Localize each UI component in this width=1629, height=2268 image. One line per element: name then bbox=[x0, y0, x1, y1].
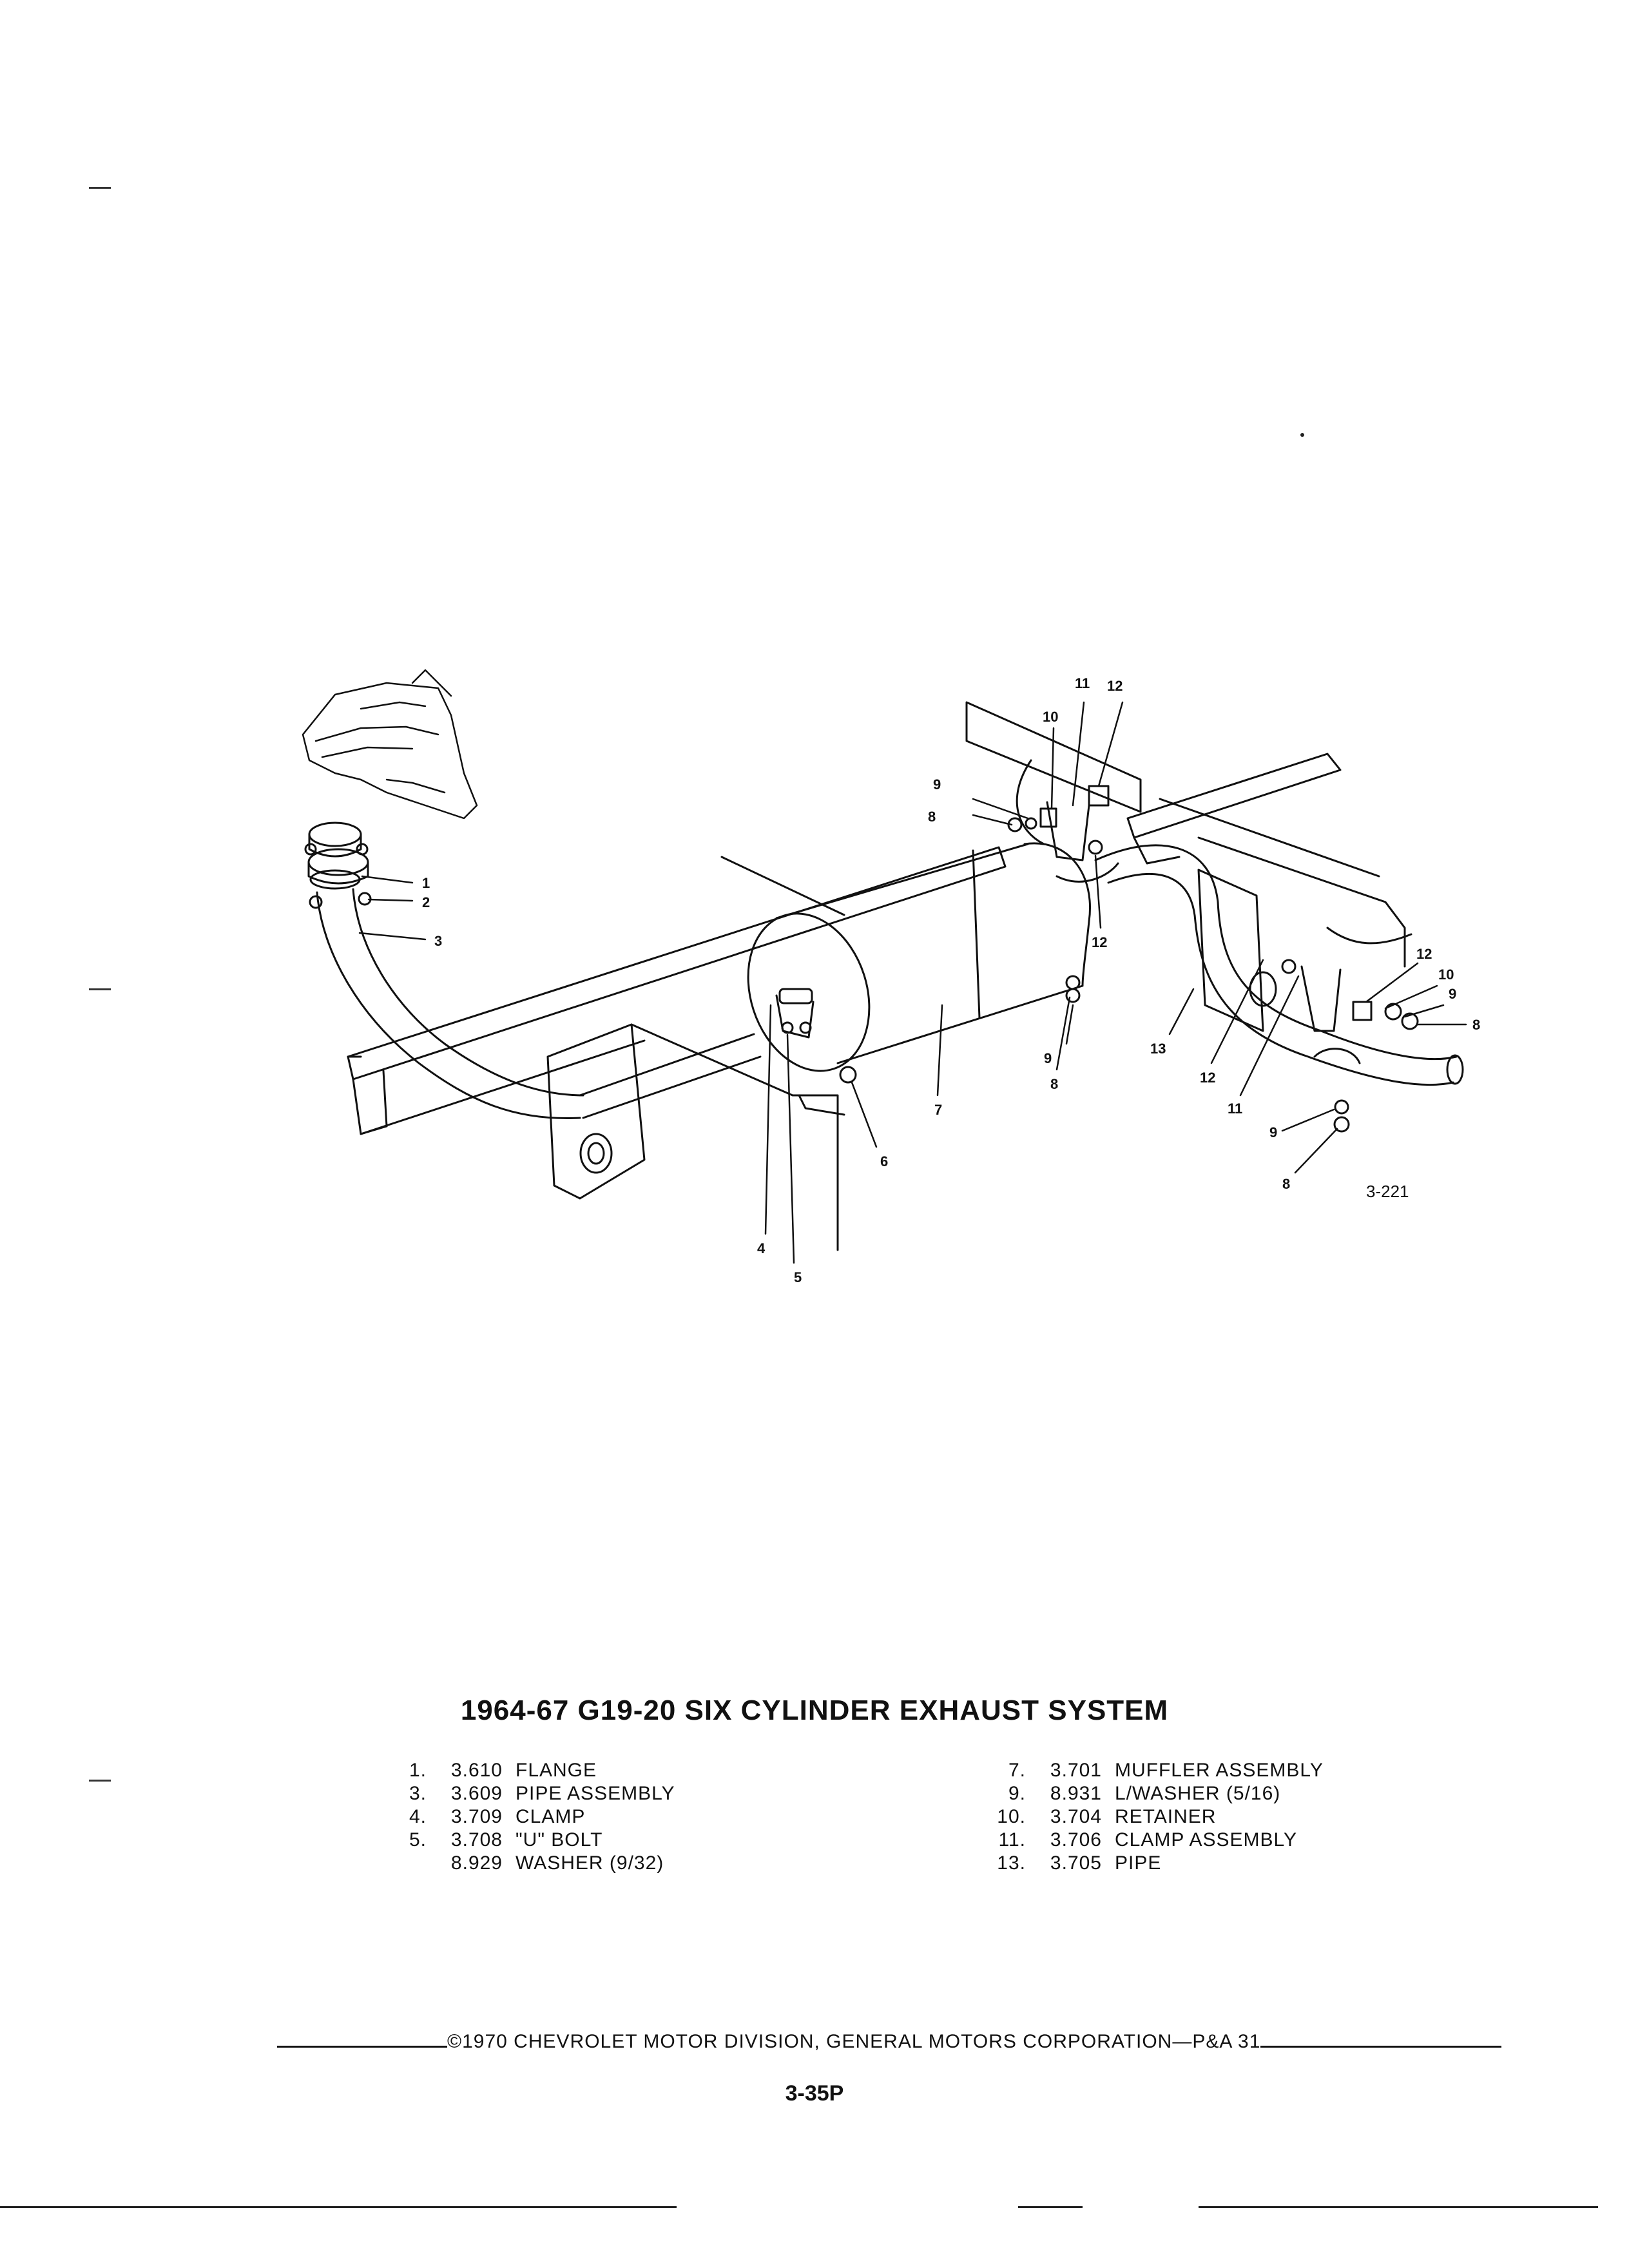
callout-12: 12 bbox=[1107, 678, 1123, 694]
muffler bbox=[747, 842, 1091, 1072]
parts-list-left: 1. 3.610 FLANGE 3. 3.609 PIPE ASSEMBLY 4. 3.709… bbox=[393, 1759, 675, 1875]
callout-8: 8 bbox=[1472, 1017, 1480, 1033]
callout-3: 3 bbox=[434, 933, 442, 949]
page-number: 3-35P bbox=[785, 2081, 844, 2106]
callout-9: 9 bbox=[1044, 1050, 1052, 1066]
margin-tick bbox=[89, 1780, 111, 1782]
callout-12: 12 bbox=[1092, 934, 1107, 950]
callout-labels: 1 2 3 4 5 6 7 8 9 10 11 12 12 9 8 13 12 … bbox=[422, 675, 1480, 1285]
part-num: 13. bbox=[997, 1852, 1026, 1874]
parts-list-row: 7. 3.701 MUFFLER ASSEMBLY bbox=[992, 1759, 1324, 1782]
callout-1: 1 bbox=[422, 875, 430, 891]
copyright-line: ©1970 CHEVROLET MOTOR DIVISION, GENERAL … bbox=[277, 2031, 1501, 2053]
part-code: 3.701 bbox=[1050, 1760, 1102, 1781]
intermediate-pipe bbox=[579, 1033, 762, 1119]
parts-list-right: 7. 3.701 MUFFLER ASSEMBLY 9. 8.931 L/WASHER (… bbox=[992, 1759, 1324, 1875]
rear-hanger-lower bbox=[1197, 869, 1419, 1133]
part-num: 11. bbox=[998, 1829, 1026, 1850]
frame-rail bbox=[347, 846, 1007, 1135]
page-title: 1964-67 G19-20 SIX CYLINDER EXHAUST SYST… bbox=[460, 1695, 1169, 1726]
callout-12: 12 bbox=[1416, 946, 1432, 962]
part-desc: L/WASHER (5/16) bbox=[1115, 1783, 1281, 1804]
parts-list-row: 8.929 WASHER (9/32) bbox=[393, 1852, 675, 1875]
figure-id: 3-221 bbox=[1366, 1182, 1409, 1201]
callout-13: 13 bbox=[1150, 1041, 1166, 1057]
rule-left bbox=[277, 2045, 447, 2048]
callout-5: 5 bbox=[794, 1269, 802, 1285]
rear-pipe bbox=[1094, 844, 1464, 1086]
leader-lines bbox=[358, 701, 1467, 1264]
part-desc: CLAMP bbox=[516, 1806, 586, 1827]
part-code: 8.929 bbox=[450, 1852, 503, 1874]
part-desc: FLANGE bbox=[516, 1760, 597, 1781]
callout-7: 7 bbox=[934, 1102, 942, 1118]
engine-block bbox=[302, 669, 478, 820]
part-num bbox=[393, 1852, 427, 1875]
part-desc: "U" BOLT bbox=[516, 1829, 603, 1850]
rear-crossmember bbox=[965, 701, 1412, 968]
parts-list-row: 3. 3.609 PIPE ASSEMBLY bbox=[393, 1782, 675, 1805]
part-desc: PIPE bbox=[1115, 1852, 1162, 1874]
parts-list-row: 13. 3.705 PIPE bbox=[992, 1852, 1324, 1875]
exhaust-system-diagram: 1 2 3 4 5 6 7 8 9 10 11 12 12 9 8 13 12 … bbox=[302, 669, 1480, 1285]
front-clamp bbox=[775, 988, 857, 1084]
part-num: 7. bbox=[1008, 1760, 1026, 1781]
part-desc: CLAMP ASSEMBLY bbox=[1115, 1829, 1298, 1850]
callout-10: 10 bbox=[1438, 966, 1454, 983]
part-num: 10. bbox=[997, 1806, 1026, 1827]
parts-list-row: 11. 3.706 CLAMP ASSEMBLY bbox=[992, 1829, 1324, 1852]
copyright-text: ©1970 CHEVROLET MOTOR DIVISION, GENERAL … bbox=[447, 2031, 1261, 2052]
callout-8: 8 bbox=[1282, 1176, 1290, 1192]
parts-list-row: 4. 3.709 CLAMP bbox=[393, 1805, 675, 1829]
rule-right bbox=[1260, 2045, 1501, 2048]
margin-tick bbox=[89, 988, 111, 990]
part-code: 8.931 bbox=[1050, 1783, 1102, 1804]
part-num: 1. bbox=[409, 1760, 427, 1781]
margin-tick bbox=[89, 187, 111, 189]
part-num: 4. bbox=[409, 1806, 427, 1827]
part-num: 3. bbox=[409, 1783, 427, 1804]
callout-9: 9 bbox=[1449, 986, 1456, 1002]
part-code: 3.706 bbox=[1050, 1829, 1102, 1850]
parts-list-row: 10. 3.704 RETAINER bbox=[992, 1805, 1324, 1829]
part-code: 3.704 bbox=[1050, 1806, 1102, 1827]
part-desc: RETAINER bbox=[1115, 1806, 1217, 1827]
flange-assembly bbox=[304, 822, 372, 909]
part-num: 5. bbox=[409, 1829, 427, 1850]
part-num: 9. bbox=[1008, 1783, 1026, 1804]
part-desc: PIPE ASSEMBLY bbox=[516, 1783, 675, 1804]
parts-list-row: 9. 8.931 L/WASHER (5/16) bbox=[992, 1782, 1324, 1805]
callout-11: 11 bbox=[1228, 1100, 1242, 1117]
callout-10: 10 bbox=[1043, 709, 1058, 725]
part-desc: WASHER (9/32) bbox=[516, 1852, 664, 1874]
parts-list-row: 5. 3.708 "U" BOLT bbox=[393, 1829, 675, 1852]
part-code: 3.609 bbox=[450, 1783, 503, 1804]
callout-4: 4 bbox=[757, 1240, 766, 1256]
callout-11: 11 bbox=[1075, 675, 1090, 691]
crossmember-bracket bbox=[546, 856, 845, 1251]
callout-2: 2 bbox=[422, 894, 430, 910]
part-desc: MUFFLER ASSEMBLY bbox=[1115, 1760, 1324, 1781]
stray-dot bbox=[1300, 433, 1304, 437]
callout-9: 9 bbox=[933, 776, 941, 793]
part-code: 3.709 bbox=[450, 1806, 503, 1827]
rear-hanger-upper bbox=[1007, 785, 1119, 1003]
front-pipe bbox=[316, 888, 584, 1120]
part-code: 3.705 bbox=[1050, 1852, 1102, 1874]
callout-9: 9 bbox=[1269, 1124, 1277, 1140]
callout-12: 12 bbox=[1200, 1070, 1215, 1086]
part-code: 3.610 bbox=[450, 1760, 503, 1781]
callout-8: 8 bbox=[928, 809, 936, 825]
part-code: 3.708 bbox=[450, 1829, 503, 1850]
callout-6: 6 bbox=[880, 1153, 888, 1169]
callout-8: 8 bbox=[1050, 1076, 1058, 1092]
parts-list-row: 1. 3.610 FLANGE bbox=[393, 1759, 675, 1782]
